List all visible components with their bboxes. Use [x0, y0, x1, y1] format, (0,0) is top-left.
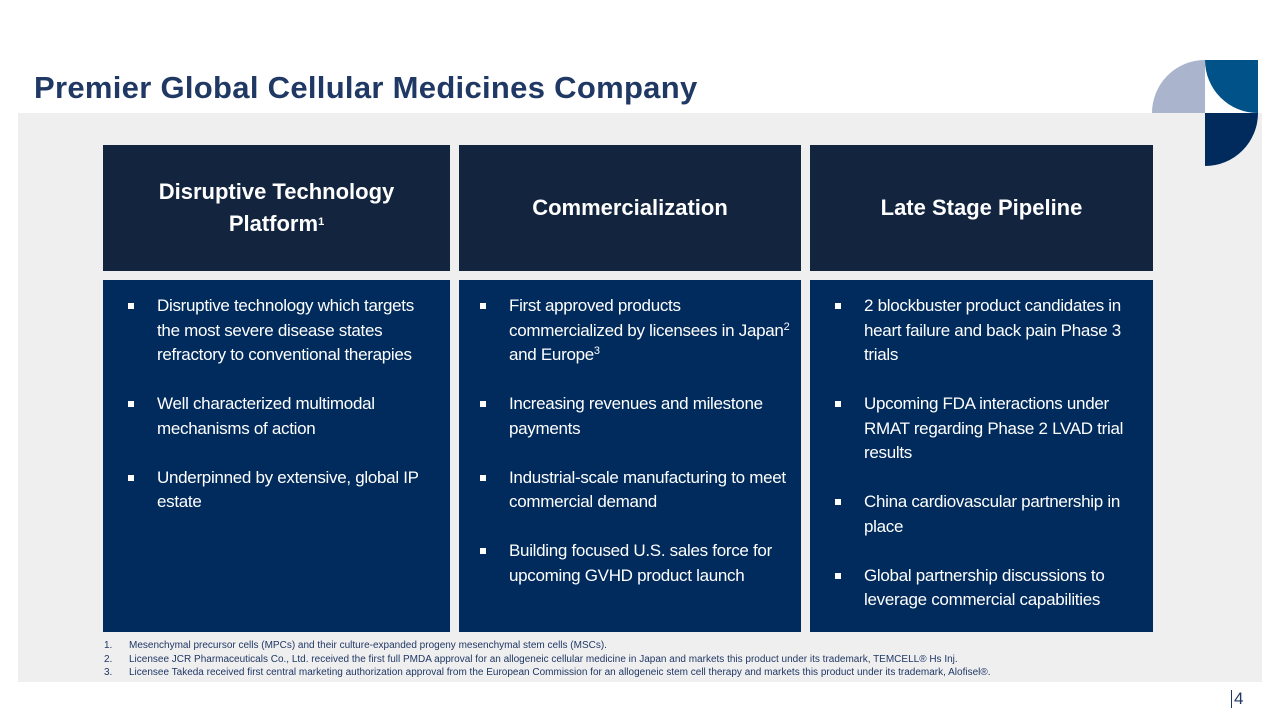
- column-body-technology: Disruptive technology which targets the …: [103, 280, 450, 632]
- bullet-item: Building focused U.S. sales force for up…: [479, 539, 791, 588]
- bullet-item: China cardiovascular partnership in plac…: [834, 490, 1143, 539]
- bullet-item: Industrial-scale manufacturing to meet c…: [479, 466, 791, 515]
- column-header-commercialization: Commercialization: [459, 145, 801, 271]
- page-number: 4: [1230, 689, 1244, 708]
- column-body-pipeline: 2 blockbuster product candidates in hear…: [810, 280, 1153, 632]
- bullet-item: First approved products commercialized b…: [479, 294, 791, 368]
- bullet-item: Disruptive technology which targets the …: [127, 294, 440, 368]
- bullet-item: 2 blockbuster product candidates in hear…: [834, 294, 1143, 368]
- page-title: Premier Global Cellular Medicines Compan…: [34, 70, 698, 105]
- bullet-item: Increasing revenues and milestone paymen…: [479, 392, 791, 441]
- footnotes: 1.Mesenchymal precursor cells (MPCs) and…: [104, 639, 991, 680]
- column-body-commercialization: First approved products commercialized b…: [459, 280, 801, 632]
- column-header-pipeline: Late Stage Pipeline: [810, 145, 1153, 271]
- column-header-technology: Disruptive Technology Platform1: [103, 145, 450, 271]
- bullet-item: Upcoming FDA interactions under RMAT reg…: [834, 392, 1143, 466]
- bullet-item: Well characterized multimodal mechanisms…: [127, 392, 440, 441]
- footnote: 2.Licensee JCR Pharmaceuticals Co., Ltd.…: [104, 653, 958, 665]
- company-logo: [1152, 60, 1258, 166]
- footnote: 3.Licensee Takeda received first central…: [104, 667, 991, 678]
- footnote: 1.Mesenchymal precursor cells (MPCs) and…: [104, 640, 607, 651]
- bullet-item: Global partnership discussions to levera…: [834, 564, 1143, 613]
- bullet-item: Underpinned by extensive, global IP esta…: [127, 466, 440, 515]
